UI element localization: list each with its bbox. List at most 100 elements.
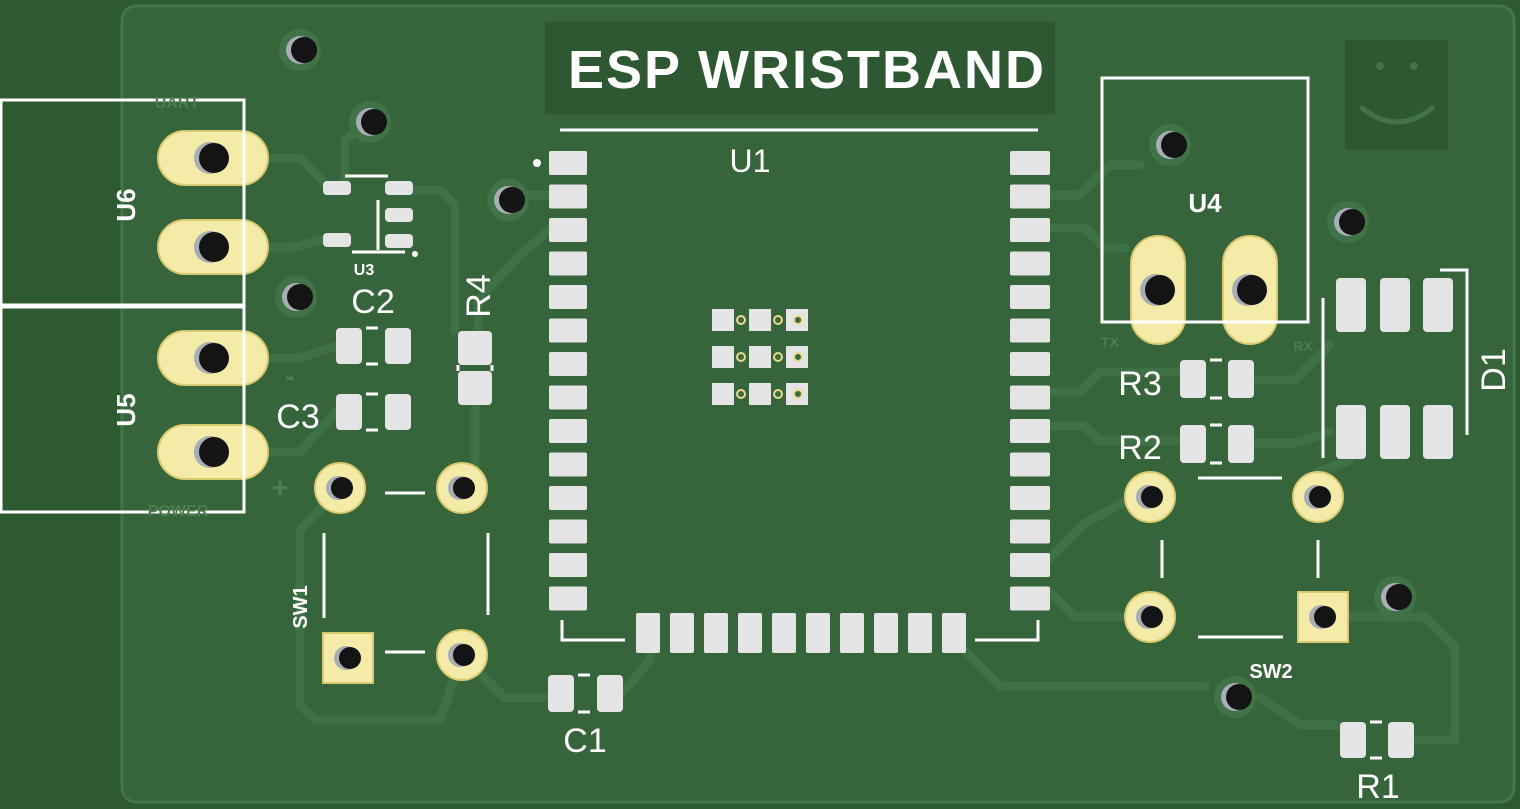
- u4-outline: [1100, 76, 1310, 324]
- u1-thermal-pad: [712, 383, 734, 405]
- u1-pad-bottom: [908, 613, 932, 653]
- drill-hole: [331, 477, 353, 499]
- u1-pad-left: [549, 352, 587, 376]
- u1-pad-bottom: [704, 613, 728, 653]
- u1-pad-bottom: [670, 613, 694, 653]
- u3-pad: [385, 234, 413, 248]
- u5-label: U5: [111, 393, 141, 426]
- power-label: POWER: [148, 503, 209, 520]
- r4-pad: [458, 371, 492, 405]
- drill-hole: [1141, 606, 1163, 628]
- u3-label: U3: [354, 262, 375, 279]
- r1-pad: [1340, 722, 1366, 758]
- u1-pad-right: [1010, 486, 1050, 510]
- r3-pad: [1180, 360, 1206, 398]
- u1-pad-left: [549, 251, 587, 276]
- u1-pad-bottom: [840, 613, 864, 653]
- r4-label: R4: [460, 274, 498, 317]
- sw1-label: SW1: [290, 585, 312, 628]
- drill-hole: [199, 232, 229, 262]
- u1-pad-bottom: [636, 613, 660, 653]
- u1-pad-left: [549, 553, 587, 577]
- d1-pad: [1423, 278, 1453, 332]
- u1-pad-right: [1010, 285, 1050, 309]
- drill-hole: [499, 187, 525, 213]
- c2-pad: [385, 328, 411, 364]
- u1-pad-left: [549, 218, 587, 242]
- d1-pad: [1380, 278, 1410, 332]
- logo-eye-right: [1410, 62, 1418, 70]
- u3-pad: [323, 181, 351, 195]
- logo-background: [1345, 40, 1448, 150]
- u1-pad-right: [1010, 452, 1050, 477]
- via: [736, 315, 746, 325]
- u1-label: U1: [730, 143, 771, 179]
- drill-hole: [453, 644, 475, 666]
- d1-pad: [1336, 405, 1366, 459]
- r2-pad: [1180, 425, 1206, 463]
- drill-hole: [361, 109, 387, 135]
- via: [793, 352, 803, 362]
- u3-pin1-marker: [412, 251, 418, 257]
- u1-pad-left: [549, 586, 587, 611]
- c2-pad: [336, 328, 362, 364]
- drill-hole: [1386, 584, 1412, 610]
- drill-hole: [1145, 275, 1175, 305]
- logo-smile: [1359, 105, 1435, 125]
- plus-label: +: [271, 472, 289, 505]
- u3-pad: [323, 233, 351, 247]
- drill-hole: [1237, 275, 1267, 305]
- r3-pad: [1228, 360, 1254, 398]
- r1-label: R1: [1356, 768, 1399, 806]
- pads-layer: [157, 29, 1453, 758]
- passive-ticks: [366, 326, 1382, 760]
- minus-label: -: [285, 360, 295, 393]
- u1-pad-bottom: [738, 613, 762, 653]
- u1-pad-bottom: [772, 613, 796, 653]
- u3-outline: [345, 174, 405, 254]
- via: [773, 389, 783, 399]
- u1-pad-left: [549, 151, 587, 175]
- u1-thermal-pad: [749, 383, 771, 405]
- d1-pad: [1423, 405, 1453, 459]
- r3-label: R3: [1118, 365, 1161, 403]
- u1-pad-right: [1010, 151, 1050, 175]
- u3-pad: [385, 181, 413, 195]
- u1-pad-right: [1010, 218, 1050, 242]
- sw2-outline: [1160, 476, 1320, 639]
- u1-pad-right: [1010, 251, 1050, 276]
- u1-pad-left: [549, 486, 587, 510]
- u5-outline: [0, 305, 246, 514]
- d1-pad: [1380, 405, 1410, 459]
- u1-pad-left: [549, 419, 587, 443]
- r2-pad: [1228, 425, 1254, 463]
- u3-pad: [385, 208, 413, 222]
- c1-label: C1: [563, 722, 606, 760]
- d1-label: D1: [1475, 348, 1513, 391]
- r2-label: R2: [1118, 429, 1161, 467]
- drill-hole: [1141, 486, 1163, 508]
- d1-pad: [1336, 278, 1366, 332]
- drill-hole: [1226, 684, 1252, 710]
- drill-hole: [1309, 486, 1331, 508]
- u1-pad-bottom: [942, 613, 966, 653]
- u6-label: U6: [111, 188, 141, 221]
- u1-thermal-pad: [712, 346, 734, 368]
- r4-pad: [458, 331, 492, 365]
- u1-pad-left: [549, 385, 587, 410]
- drill-hole: [1314, 606, 1336, 628]
- via: [793, 389, 803, 399]
- u1-pad-left: [549, 285, 587, 309]
- u1-pad-right: [1010, 519, 1050, 544]
- via: [773, 352, 783, 362]
- u4-label: U4: [1188, 188, 1222, 218]
- c3-pad: [385, 394, 411, 430]
- sw1-outline: [322, 491, 490, 654]
- c3-pad: [336, 394, 362, 430]
- via: [736, 389, 746, 399]
- u1-pad-right: [1010, 586, 1050, 611]
- u1-thermal-pad: [712, 309, 734, 331]
- u1-pin1-marker: [533, 159, 541, 167]
- c3-label: C3: [276, 398, 319, 436]
